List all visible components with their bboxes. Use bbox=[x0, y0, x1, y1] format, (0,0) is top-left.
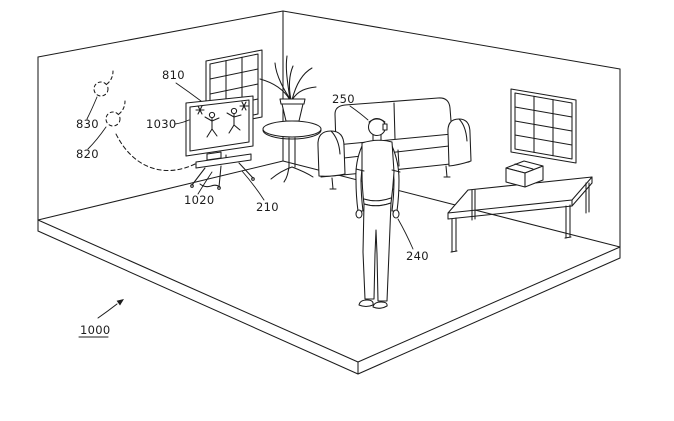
leader-240 bbox=[397, 218, 414, 250]
box-on-table bbox=[505, 160, 544, 188]
headset bbox=[368, 118, 388, 131]
leader-830 bbox=[86, 96, 98, 120]
potted-plant bbox=[259, 55, 317, 122]
left-hand bbox=[355, 209, 363, 219]
dashed-device-820 bbox=[105, 111, 121, 127]
coffee-table bbox=[447, 176, 593, 253]
leader-810 bbox=[175, 82, 202, 102]
person bbox=[355, 117, 401, 309]
tv-stand bbox=[190, 151, 255, 190]
ref-label-1030: 1030 bbox=[146, 117, 176, 131]
line-art bbox=[37, 10, 621, 375]
right-window bbox=[510, 88, 577, 164]
plant-pot bbox=[279, 98, 306, 105]
impact-star-icon bbox=[195, 105, 205, 115]
ref-label-240: 240 bbox=[406, 249, 429, 263]
leader-820 bbox=[87, 126, 107, 150]
arrowhead-icon bbox=[116, 299, 124, 306]
leader-250 bbox=[349, 105, 369, 121]
right-hand bbox=[392, 209, 400, 219]
leader-lines bbox=[86, 82, 414, 250]
ref-label-210: 210 bbox=[256, 200, 279, 214]
dashed-device-830 bbox=[93, 81, 109, 97]
ref-label-810: 810 bbox=[162, 68, 185, 82]
torso bbox=[361, 139, 395, 207]
ref-label-820: 820 bbox=[76, 147, 99, 161]
leader-1030 bbox=[174, 119, 190, 125]
tv bbox=[185, 95, 255, 190]
ref-label-830: 830 bbox=[76, 117, 99, 131]
ref-label-1020: 1020 bbox=[184, 193, 214, 207]
shoe bbox=[372, 301, 388, 309]
ref-label-1000: 1000 bbox=[80, 323, 110, 337]
pedestal-table bbox=[262, 120, 322, 183]
shoe bbox=[358, 299, 374, 308]
couch bbox=[317, 97, 472, 190]
leader-1020 bbox=[197, 171, 213, 195]
signal-path bbox=[115, 133, 196, 171]
figure-arrow bbox=[97, 299, 124, 319]
legs bbox=[362, 202, 392, 302]
ref-label-250: 250 bbox=[332, 92, 355, 106]
tv-screen-content bbox=[195, 101, 249, 138]
dashed-devices bbox=[93, 70, 126, 127]
leader-210 bbox=[241, 170, 265, 201]
reference-labels: 810 830 820 1030 1020 210 250 240 1000 bbox=[76, 68, 429, 337]
impact-star-icon bbox=[239, 101, 249, 111]
